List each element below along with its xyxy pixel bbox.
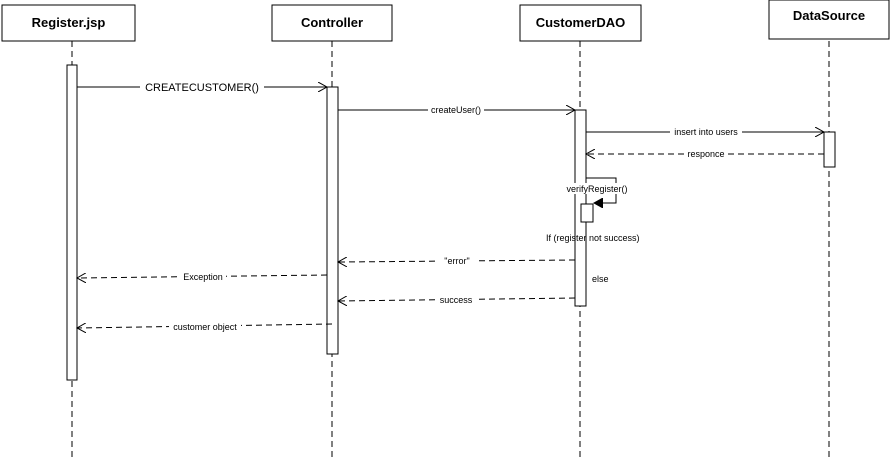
message-success-label: success	[440, 295, 473, 305]
lifeline-datasource-header: DataSource	[768, 0, 890, 40]
message-createuser: createUser()	[338, 104, 575, 115]
lifeline-register-label: Register.jsp	[32, 15, 106, 30]
message-error-label: "error"	[444, 256, 469, 266]
message-responce: responce	[586, 148, 824, 159]
message-createuser-label: createUser()	[431, 105, 481, 115]
message-customerobj: customer object	[77, 321, 333, 332]
message-error: "error"	[338, 255, 576, 266]
lifeline-register: Register.jsp	[1, 4, 136, 460]
message-success: success	[338, 294, 576, 305]
lifeline-register-header: Register.jsp	[1, 4, 136, 42]
message-exception: Exception	[77, 271, 328, 282]
activation-register	[66, 64, 78, 381]
message-verify-label: verifyRegister()	[566, 184, 627, 194]
lifeline-controller: Controller	[271, 4, 393, 460]
lifeline-controller-label: Controller	[301, 15, 363, 30]
lifeline-datasource: DataSource	[768, 0, 890, 460]
activation-datasource	[823, 131, 836, 168]
message-exception-label: Exception	[183, 272, 223, 282]
message-verify: verifyRegister()	[556, 177, 638, 203]
activation-dao-nested	[580, 203, 594, 223]
else-note: else	[592, 274, 609, 284]
message-responce-label: responce	[687, 149, 724, 159]
lifeline-controller-header: Controller	[271, 4, 393, 42]
lifeline-datasource-label: DataSource	[793, 8, 865, 23]
activation-controller	[326, 86, 339, 355]
condition-note: If (register not success)	[546, 233, 640, 243]
lifeline-dao-label: CustomerDAO	[536, 15, 626, 30]
message-insert: insert into users	[586, 126, 824, 137]
message-customerobj-arrow	[77, 324, 333, 328]
message-customerobj-label: customer object	[173, 322, 237, 332]
lifeline-dao: CustomerDAO	[519, 4, 642, 460]
message-createcustomer: CREATECUSTOMER()	[77, 80, 327, 94]
message-insert-label: insert into users	[674, 127, 738, 137]
message-createcustomer-label: CREATECUSTOMER()	[145, 82, 259, 94]
lifeline-dao-header: CustomerDAO	[519, 4, 642, 42]
